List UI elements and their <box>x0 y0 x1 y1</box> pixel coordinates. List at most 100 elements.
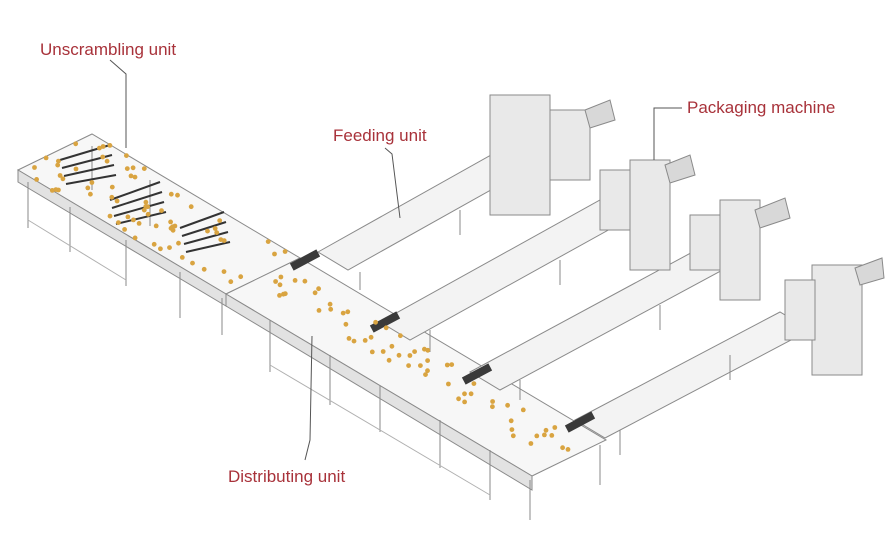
product-dot <box>406 363 411 368</box>
product-dot <box>53 187 59 193</box>
product-dot <box>407 353 413 358</box>
product-dot <box>89 180 95 185</box>
product-dot <box>343 321 349 327</box>
product-dot <box>143 199 149 205</box>
product-dot <box>373 319 378 325</box>
product-dot <box>145 211 151 217</box>
product-dot <box>57 173 63 178</box>
product-dot <box>396 352 402 358</box>
product-dot <box>124 153 129 159</box>
label-distributing-unit: Distributing unit <box>228 467 346 486</box>
product-dot <box>168 191 174 197</box>
product-dot <box>412 349 417 354</box>
product-dot <box>88 191 93 197</box>
product-dot <box>549 433 555 438</box>
product-dot <box>201 266 207 272</box>
product-dot <box>425 368 430 374</box>
product-dot <box>109 184 115 190</box>
product-dot <box>214 230 220 236</box>
branch-diverters <box>289 249 596 433</box>
product-dot <box>425 347 431 353</box>
product-dot <box>125 214 131 220</box>
unscrambling-arms <box>59 144 231 253</box>
product-dot <box>143 204 149 209</box>
product-dot <box>346 336 352 341</box>
product-dot <box>509 427 515 432</box>
product-dot <box>100 154 106 160</box>
product-dot <box>560 445 565 451</box>
product-dot <box>520 407 526 413</box>
leader-distributing <box>304 335 313 461</box>
product-dot <box>265 239 271 245</box>
product-dot <box>167 245 172 251</box>
label-packaging-machine: Packaging machine <box>687 98 836 117</box>
product-dot <box>136 221 142 226</box>
product-dot <box>423 372 428 377</box>
product-dot <box>282 249 288 254</box>
product-dot <box>116 220 121 226</box>
product-dot <box>418 363 423 368</box>
product-dot <box>114 198 120 204</box>
product-dot <box>97 145 102 151</box>
product-dot <box>124 166 130 172</box>
product-dot <box>159 208 164 214</box>
product-dot <box>471 381 477 386</box>
product-dot <box>190 260 195 266</box>
product-dot <box>34 177 39 182</box>
product-dot <box>505 402 510 408</box>
product-dot <box>218 237 224 243</box>
product-dot <box>282 291 288 297</box>
product-dot <box>340 310 346 316</box>
product-dot <box>446 381 451 387</box>
product-dot <box>217 218 223 224</box>
product-dot <box>277 293 282 298</box>
product-dot <box>205 228 210 234</box>
product-dot <box>508 418 514 424</box>
product-dot <box>312 290 318 296</box>
product-dot <box>100 144 106 149</box>
product-dot <box>362 338 368 343</box>
product-dot <box>221 269 227 274</box>
product-dot <box>383 325 389 331</box>
leader-unscrambling <box>109 59 127 148</box>
product-dot <box>386 357 392 363</box>
product-dot <box>168 219 174 225</box>
product-dot <box>151 241 157 247</box>
product-dot <box>345 309 351 315</box>
product-items <box>32 141 571 452</box>
product-dot <box>351 338 357 344</box>
product-dot <box>132 235 138 241</box>
product-dot <box>122 227 127 232</box>
product-dot <box>368 334 374 340</box>
product-dot <box>153 223 159 229</box>
product-dot <box>510 433 516 439</box>
product-dot <box>456 396 461 402</box>
product-dot <box>462 399 467 405</box>
leader-lines <box>109 59 682 461</box>
product-dot <box>565 447 571 452</box>
product-dot <box>398 333 403 339</box>
product-dot <box>107 143 113 148</box>
product-dot <box>179 255 185 260</box>
product-dot <box>141 166 147 172</box>
product-dot <box>73 141 79 147</box>
product-dot <box>449 362 455 367</box>
product-dot <box>158 246 163 252</box>
product-dot <box>238 274 244 280</box>
product-dot <box>316 308 322 313</box>
product-dot <box>552 425 558 430</box>
product-dot <box>468 391 474 397</box>
product-dot <box>327 301 333 307</box>
product-dot <box>109 194 115 200</box>
product-dot <box>490 404 495 410</box>
product-dot <box>328 306 334 312</box>
product-dot <box>73 166 79 172</box>
product-dot <box>176 240 181 246</box>
leader-feeding <box>384 147 401 219</box>
product-dot <box>132 174 138 180</box>
product-dot <box>277 282 283 288</box>
feeding-branches <box>317 149 812 455</box>
product-dot <box>49 188 55 193</box>
product-dot <box>56 158 61 164</box>
